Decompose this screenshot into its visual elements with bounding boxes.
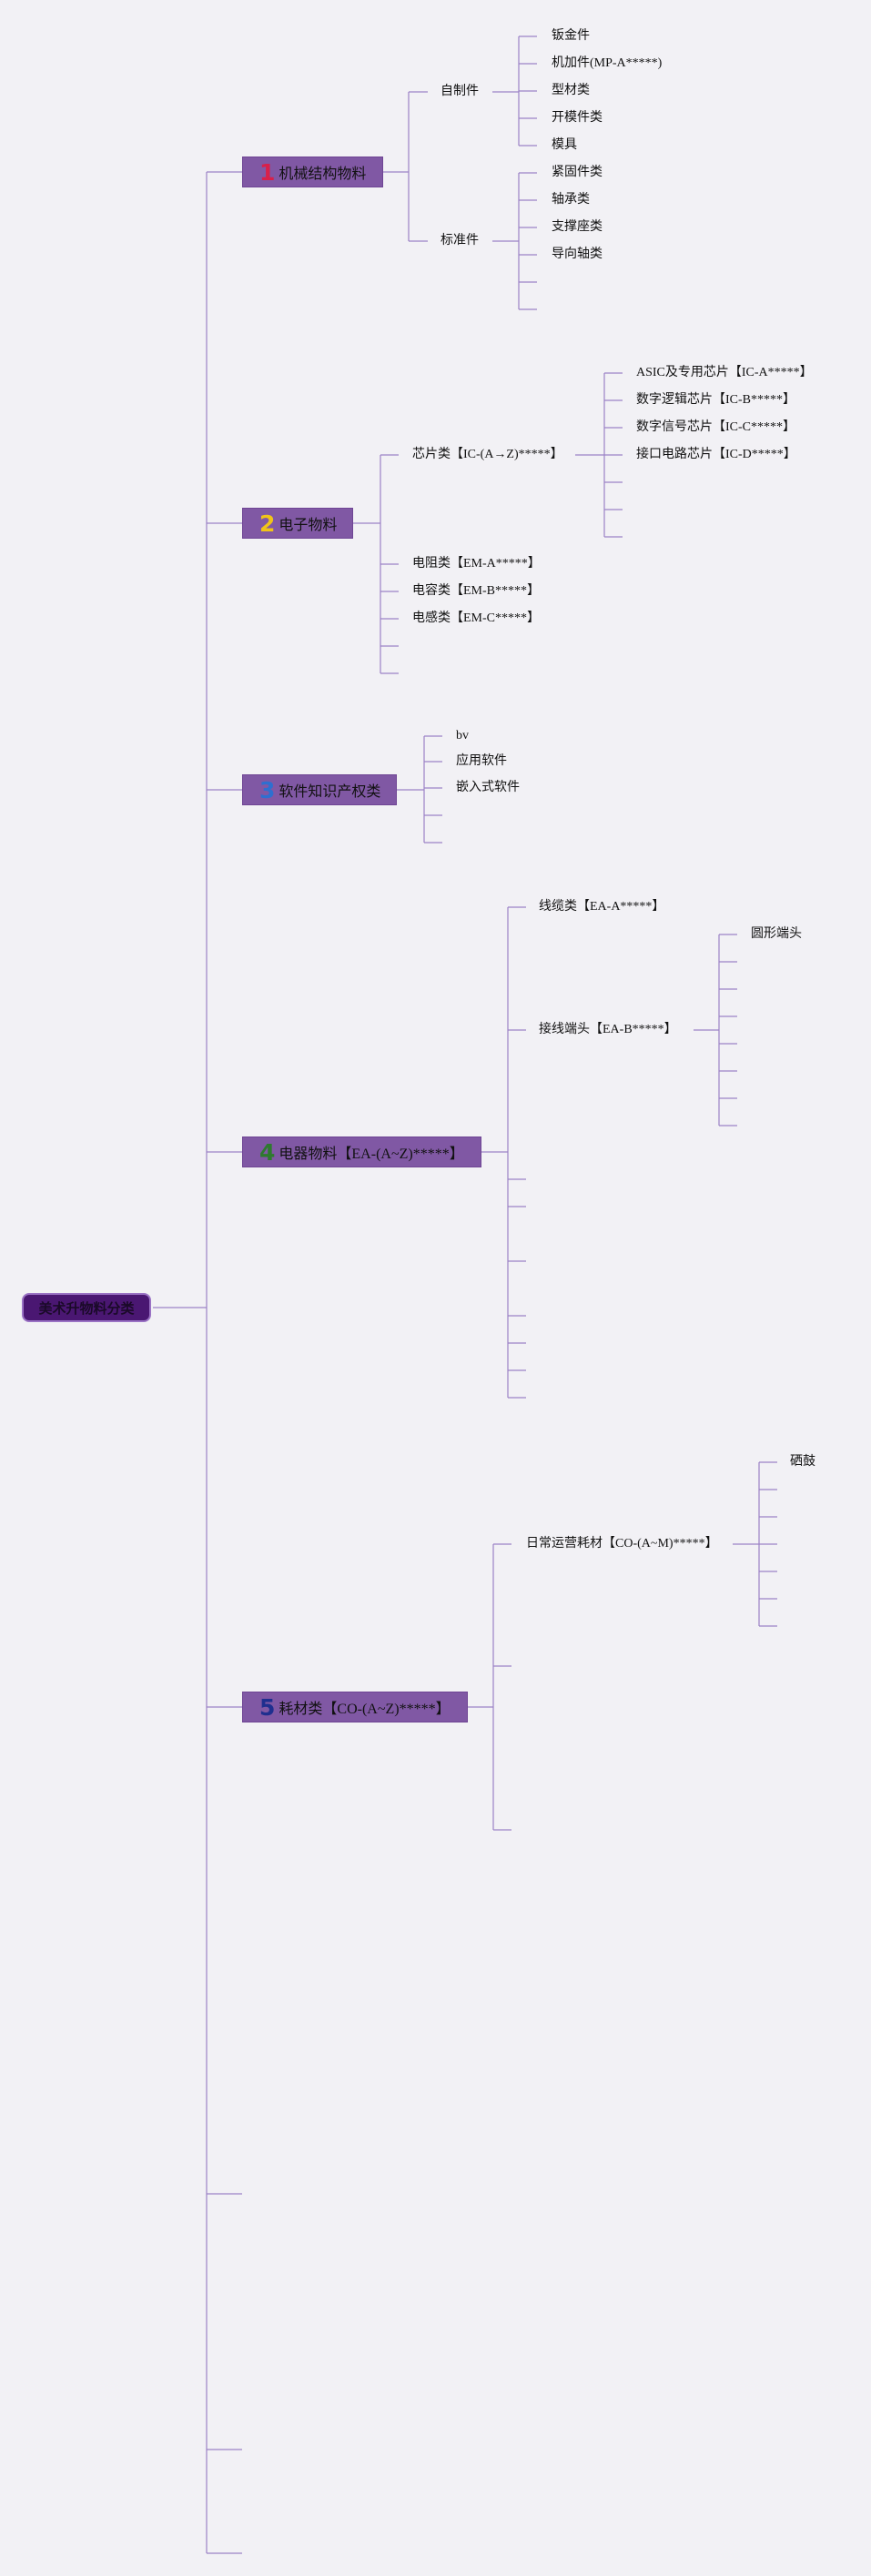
leaf-node[interactable]: 机加件(MP-A*****) <box>552 56 663 70</box>
leaf-node[interactable]: 型材类 <box>552 84 590 97</box>
leaf-node[interactable]: 数字逻辑芯片【IC-B*****】 <box>636 393 795 407</box>
branch-number-1: 1 <box>259 158 276 186</box>
leaf-node[interactable]: 嵌入式软件 <box>456 781 520 794</box>
leaf-node[interactable]: 数字信号芯片【IC-C*****】 <box>636 420 795 434</box>
branch-number-3: 3 <box>259 776 276 803</box>
leaf-node[interactable]: 轴承类 <box>552 193 590 207</box>
leaf-node[interactable]: 圆形端头 <box>751 927 802 941</box>
group-node-standard-parts[interactable]: 标准件 <box>441 234 479 247</box>
branch-label-4: 电器物料【EA-(A~Z)*****】 <box>279 1147 464 1162</box>
branch-node-5[interactable]: 5 耗材类【CO-(A~Z)*****】 <box>242 1692 468 1722</box>
leaf-node[interactable]: bv <box>456 729 469 742</box>
branch-label-3: 软件知识产权类 <box>279 784 381 800</box>
branch-node-3[interactable]: 3 软件知识产权类 <box>242 774 397 805</box>
leaf-node[interactable]: 电容类【EM-B*****】 <box>412 584 540 598</box>
leaf-node[interactable]: 开模件类 <box>552 111 603 125</box>
leaf-node[interactable]: 钣金件 <box>552 29 590 43</box>
branch-number-2: 2 <box>259 510 276 537</box>
group-node-self-made[interactable]: 自制件 <box>441 85 479 98</box>
leaf-node[interactable]: 导向轴类 <box>552 247 603 261</box>
leaf-node[interactable]: 硒鼓 <box>790 1455 815 1469</box>
leaf-node[interactable]: ASIC及专用芯片【IC-A*****】 <box>636 366 813 379</box>
group-node-cables[interactable]: 线缆类【EA-A*****】 <box>539 900 665 914</box>
leaf-node[interactable]: 紧固件类 <box>552 166 603 179</box>
group-node-consumables[interactable]: 日常运营耗材【CO-(A~M)*****】 <box>526 1537 718 1551</box>
branch-number-4: 4 <box>259 1138 276 1166</box>
group-node-chips[interactable]: 芯片类【IC-(A→Z)*****】 <box>412 448 563 461</box>
branch-label-2: 电子物料 <box>279 518 338 533</box>
branch-label-1: 机械结构物料 <box>279 167 367 182</box>
branch-label-5: 耗材类【CO-(A~Z)*****】 <box>279 1702 451 1717</box>
leaf-node[interactable]: 电阻类【EM-A*****】 <box>412 557 541 571</box>
branch-node-1[interactable]: 1 机械结构物料 <box>242 157 383 187</box>
leaf-node[interactable]: 支撑座类 <box>552 220 603 234</box>
leaf-node[interactable]: 接口电路芯片【IC-D*****】 <box>636 448 796 461</box>
branch-node-4[interactable]: 4 电器物料【EA-(A~Z)*****】 <box>242 1136 481 1167</box>
root-node[interactable]: 美术升物料分类 <box>22 1293 151 1322</box>
leaf-node[interactable]: 应用软件 <box>456 754 507 768</box>
leaf-node[interactable]: 模具 <box>552 138 577 152</box>
leaf-node[interactable]: 电感类【EM-C*****】 <box>412 611 540 625</box>
group-node-terminals[interactable]: 接线端头【EA-B*****】 <box>539 1023 677 1036</box>
branch-node-2[interactable]: 2 电子物料 <box>242 508 353 539</box>
branch-number-5: 5 <box>259 1693 276 1721</box>
